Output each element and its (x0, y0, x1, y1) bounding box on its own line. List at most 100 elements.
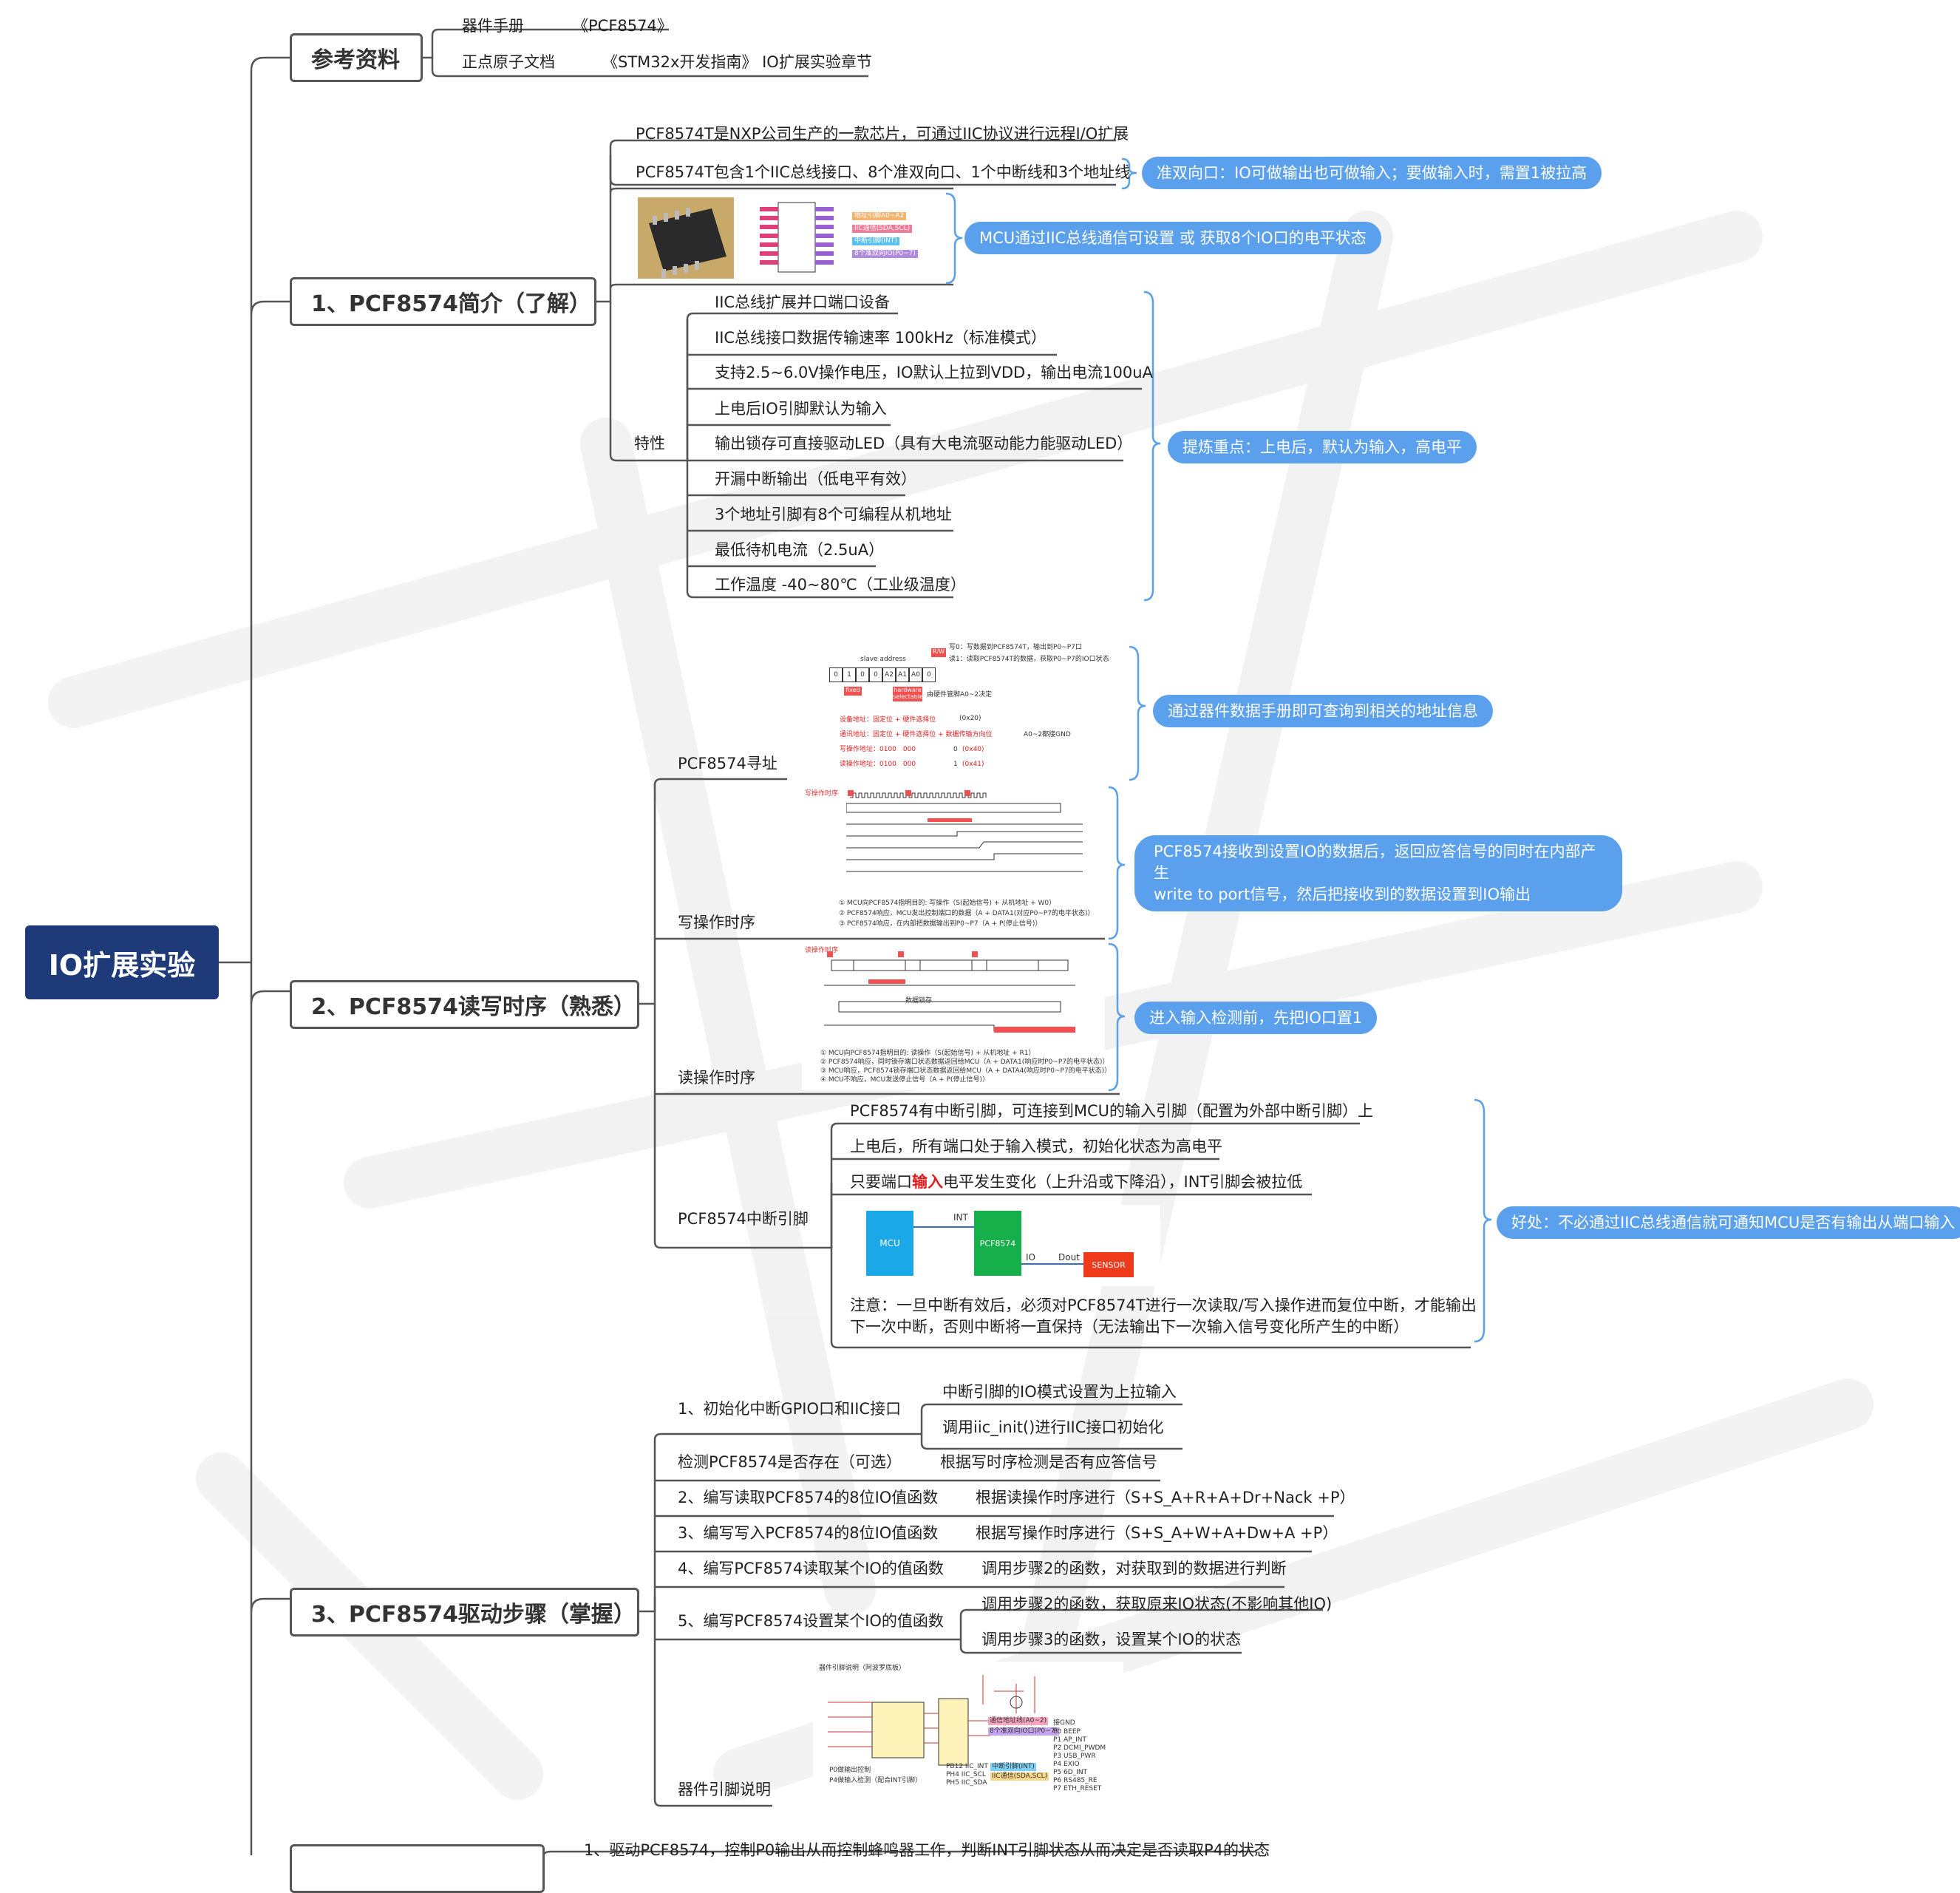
addr-bit: 0 (922, 667, 936, 682)
section4-node[interactable] (290, 1844, 545, 1893)
addr-line3-hex: (0x40) (962, 746, 984, 753)
section3-title: 3、PCF8574驱动步骤（掌握） (311, 1602, 636, 1628)
pin-p3: P3 USB_PWR (1053, 1753, 1096, 1760)
pin-mcu-int: PB12 IIC_INT (946, 1763, 988, 1770)
ref-key-2: 正点原子文档 (462, 53, 555, 71)
chip-label-io: 8个准双向IO(P0~7) (852, 250, 918, 258)
write-fig-title: 写操作时序 (805, 790, 839, 798)
int-mcu-block: MCU (866, 1211, 913, 1276)
section3-node[interactable]: 3、PCF8574驱动步骤（掌握） (290, 1588, 639, 1637)
s3-step-2: 2、编写读取PCF8574的8位IO值函数 (678, 1489, 939, 1506)
s1-feature-5: 输出锁存可直接驱动LED（具有大电流驱动能力能驱动LED） (715, 435, 1133, 452)
addr-line4-hex: (0x41) (962, 761, 984, 768)
pin-mcu-hl-int: 中断引脚(INT) (990, 1763, 1036, 1771)
s1-quasi-pill[interactable]: 准双向口：IO可做输出也可做输入；要做输入时，需置1被拉高 (1142, 157, 1602, 189)
s4-first-line: 1、驱动PCF8574，控制P0输出从而控制蜂鸣器工作，判断INT引脚状态从而决… (584, 1841, 1270, 1859)
addr-rw-box: R/W (931, 648, 946, 657)
addr-bit: A0 (909, 667, 922, 682)
s2-int-item3-post: 电平发生变化（上升沿或下降沿），INT引脚会被拉低 (943, 1173, 1303, 1191)
s2-addr-pill[interactable]: 通过器件数据手册即可查询到相关的地址信息 (1153, 695, 1493, 727)
s3-step-check: 检测PCF8574是否存在（可选） (678, 1453, 902, 1471)
s3-step-5: 5、编写PCF8574设置某个IO的值函数 (678, 1612, 944, 1630)
chip-label-int: 中断引脚(INT) (852, 237, 899, 245)
pin-schematic-drawing (828, 1675, 1035, 1766)
write-waveform (846, 790, 1083, 872)
s2-int-pill[interactable]: 好处：不必通过IIC总线通信就可通知MCU是否有输出从端口输入 (1497, 1206, 1960, 1239)
addr-line2: 通讯地址：固定位 + 硬件选择位 + 数据传输方向位 (840, 731, 993, 738)
addr-line4-val: 1 (953, 761, 958, 768)
s2-write-pill-line2: write to port信号，然后把接收到的数据设置到IO输出 (1154, 886, 1531, 903)
s2-write-pill[interactable]: PCF8574接收到设置IO的数据后，返回应答信号的同时在内部产生 write … (1134, 835, 1622, 911)
pin-p6: P6 RS485_RE (1053, 1777, 1098, 1784)
addr-note-write: 写0：写数据到PCF8574T，输出到P0~P7口 (949, 644, 1082, 651)
pin-p0-note: P0做输出控制 (829, 1767, 871, 1774)
s1-feature-8: 最低待机电流（2.5uA） (715, 541, 885, 559)
s1-intro2: PCF8574T包含1个IIC总线接口、8个准双向口、1个中断线和3个地址线 (636, 163, 1131, 181)
addr-bit: 1 (843, 667, 856, 682)
addr-line1-val: (0x20) (959, 715, 981, 722)
addr-fixed-box: fixed (844, 687, 862, 696)
pin-p1: P1 AP_INT (1053, 1736, 1086, 1744)
addr-slave-label: slave address (860, 656, 906, 663)
addr-bit: 0 (856, 667, 869, 682)
pin-p4-note: P4做输入检测（配合INT引脚） (829, 1777, 922, 1784)
s1-feature-4: 上电后IO引脚默认为输入 (715, 400, 887, 418)
pin-p7: P7 ETH_RESET (1053, 1785, 1102, 1792)
s2-read-pill[interactable]: 进入输入检测前，先把IO口置1 (1134, 1002, 1378, 1034)
int-diagram-lines (913, 1226, 1083, 1265)
s1-feature-2: IIC总线接口数据传输速率 100kHz（标准模式） (715, 329, 1047, 347)
s2-int-note-2: 下一次中断，否则中断将一直保持（无法输出下一次输入信号变化所产生的中断） (850, 1318, 1409, 1336)
ref-node[interactable]: 参考资料 (290, 33, 423, 82)
s3-step-1-sub-2: 调用iic_init()进行IIC接口初始化 (942, 1418, 1164, 1436)
pin-p5: P5 6D_INT (1053, 1769, 1088, 1776)
chip-pinout (760, 202, 834, 273)
addr-line4: 读操作地址：0100 000 (840, 761, 916, 768)
s2-int-item-2: 上电后，所有端口处于输入模式，初始化状态为高电平 (850, 1138, 1222, 1155)
addr-bit: 0 (869, 667, 882, 682)
ref-title: 参考资料 (311, 47, 400, 73)
read-step-2: ② PCF8574响应，同时锁存端口状态数据返回给MCU（A + DATA1(响… (820, 1058, 1109, 1066)
read-step-3: ③ MCU响应，PCF8574锁存端口状态数据返回给MCU（A + DATA4(… (820, 1067, 1112, 1075)
section1-node[interactable]: 1、PCF8574简介（了解） (290, 277, 596, 326)
s2-addr-label: PCF8574寻址 (678, 755, 777, 772)
pin-fig-title: 器件引脚说明（阿波罗底板） (819, 1665, 906, 1672)
read-fig-latch: 数据锁存 (905, 997, 933, 1005)
int-sensor-block: SENSOR (1083, 1252, 1134, 1277)
s2-write-pill-line1: PCF8574接收到设置IO的数据后，返回应答信号的同时在内部产生 (1154, 843, 1596, 882)
addr-note-read: 读1：读取PCF8574T的数据，获取P0~P7的IO口状态 (949, 656, 1109, 663)
s1-intro1: PCF8574T是NXP公司生产的一款芯片，可通过IIC协议进行远程I/O扩展 (636, 125, 1129, 143)
address-figure: slave address R/W 写0：写数据到PCF8574T，输出到P0~… (822, 639, 1117, 780)
int-int-label: INT (953, 1212, 968, 1223)
s1-mcu-pill[interactable]: MCU通过IIC总线通信可设置 或 获取8个IO口的电平状态 (964, 222, 1381, 254)
section1-title: 1、PCF8574简介（了解） (311, 291, 591, 317)
s1-key-pill[interactable]: 提炼重点：上电后，默认为输入，高电平 (1168, 431, 1477, 463)
root-node[interactable]: IO扩展实验 (25, 925, 219, 999)
addr-line3-val: 0 (953, 746, 958, 753)
pin-hl-io: 8个准双向IO口(P0~7) (988, 1727, 1059, 1736)
s2-read-label: 读操作时序 (678, 1069, 755, 1087)
read-step-4: ④ MCU不响应，MCU发送停止信号（A + P(停止信号)） (820, 1076, 990, 1084)
addr-line2-val: A0~2都接GND (1024, 731, 1071, 738)
s2-int-note-1: 注意：一旦中断有效后，必须对PCF8574T进行一次读取/写入操作进而复位中断，… (850, 1296, 1477, 1314)
chip-figure: 地址引脚A0~A2 IIC通信(SDA,SCL) 中断引脚(INT) 8个准双向… (627, 194, 937, 282)
read-fig-title: 读操作时序 (805, 947, 839, 954)
pin-mcu-hl-iic: IIC通信(SDA,SCL) (990, 1773, 1049, 1781)
addr-hw-note: 由硬件管脚A0~2决定 (927, 691, 993, 699)
addr-bit: 0 (829, 667, 843, 682)
s3-step-3-sub: 根据写操作时序进行（S+S_A+W+A+Dw+A +P） (976, 1524, 1338, 1542)
pin-mcu-scl: PH4 IIC_SCL (946, 1771, 986, 1778)
int-pcf-block: PCF8574 (974, 1211, 1021, 1276)
int-io-label: IO (1026, 1252, 1035, 1262)
s3-pin-label: 器件引脚说明 (678, 1781, 771, 1798)
pin-p2: P2 DCMI_PWDM (1053, 1744, 1106, 1752)
write-step-3: ③ PCF8574响应，在内部把数据输出到P0~P7（A + P(停止信号)） (839, 920, 1042, 928)
s1-feature-label: 特性 (634, 435, 665, 452)
s3-step-4: 4、编写PCF8574读取某个IO的值函数 (678, 1560, 944, 1577)
pin-mcu-sda: PH5 IIC_SDA (946, 1779, 987, 1787)
s3-step-2-sub: 根据读操作时序进行（S+S_A+R+A+Dr+Nack +P） (976, 1489, 1355, 1506)
s1-feature-3: 支持2.5~6.0V操作电压，IO默认上拉到VDD，输出电流100uA (715, 364, 1153, 381)
s3-step-3: 3、编写写入PCF8574的8位IO值函数 (678, 1524, 939, 1542)
pin-p0: P0 BEEP (1053, 1728, 1081, 1736)
section2-node[interactable]: 2、PCF8574读写时序（熟悉） (290, 980, 639, 1029)
addr-bit-row: 0 1 0 0 A2 A1 A0 0 (829, 667, 936, 682)
